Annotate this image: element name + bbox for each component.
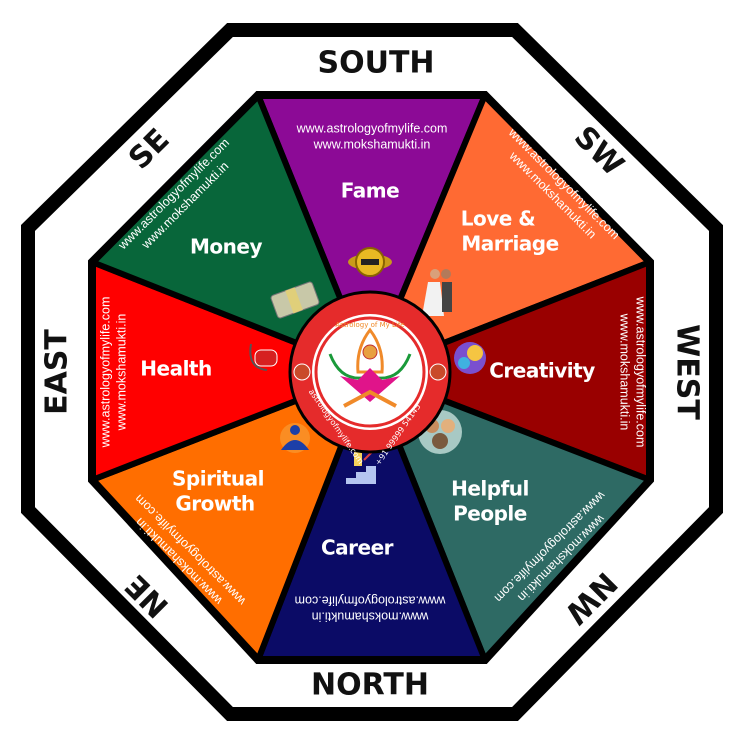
direction-south: SOUTH: [317, 46, 434, 81]
label-helpful-2: People: [453, 502, 527, 526]
label-fame: Fame: [341, 179, 399, 203]
url-text: www.mokshamukti.in: [312, 610, 430, 624]
inner-octagon-border: [88, 91, 654, 664]
url-text: www.mokshamukti.in: [618, 313, 632, 431]
url-east: www.astrologyofmylife.com www.mokshamukt…: [98, 297, 128, 449]
meditation-icon: [280, 423, 310, 453]
label-creativity: Creativity: [489, 359, 595, 383]
url-text: www.mokshamukti.in: [313, 137, 431, 151]
stethoscope-icon: [249, 343, 278, 371]
direction-north: NORTH: [311, 668, 429, 703]
label-love-1: Love &: [461, 207, 536, 231]
label-helpful-1: Helpful: [451, 477, 529, 501]
url-text: www.astrologyofmylife.com: [98, 297, 112, 449]
label-love-2: Marriage: [461, 232, 558, 256]
url-west: www.astrologyofmylife.com www.mokshamukt…: [618, 296, 648, 448]
label-spiritual-2: Growth: [175, 492, 254, 516]
url-text: www.astrologyofmylife.com: [296, 121, 448, 135]
label-spiritual-1: Spiritual: [172, 467, 264, 491]
url-text: www.astrologyofmylife.com: [295, 594, 447, 608]
logo-title: Astrology of My Life: [335, 321, 404, 329]
hall-of-fame-trophy-icon: [348, 247, 392, 277]
url-text: www.mokshamukti.in: [114, 314, 128, 432]
url-north: www.mokshamukti.in www.astrologyofmylife…: [295, 594, 447, 624]
url-text: www.astrologyofmylife.com: [634, 296, 648, 448]
label-health: Health: [140, 357, 211, 381]
creative-head-icon: [454, 342, 486, 374]
cash-bundle-icon: [270, 281, 320, 319]
label-career: Career: [321, 536, 394, 560]
direction-west: WEST: [670, 324, 705, 420]
label-money: Money: [190, 235, 262, 259]
direction-east: EAST: [40, 329, 75, 415]
couple-icon: [422, 269, 452, 316]
url-south: www.astrologyofmylife.com www.mokshamukt…: [296, 121, 448, 151]
